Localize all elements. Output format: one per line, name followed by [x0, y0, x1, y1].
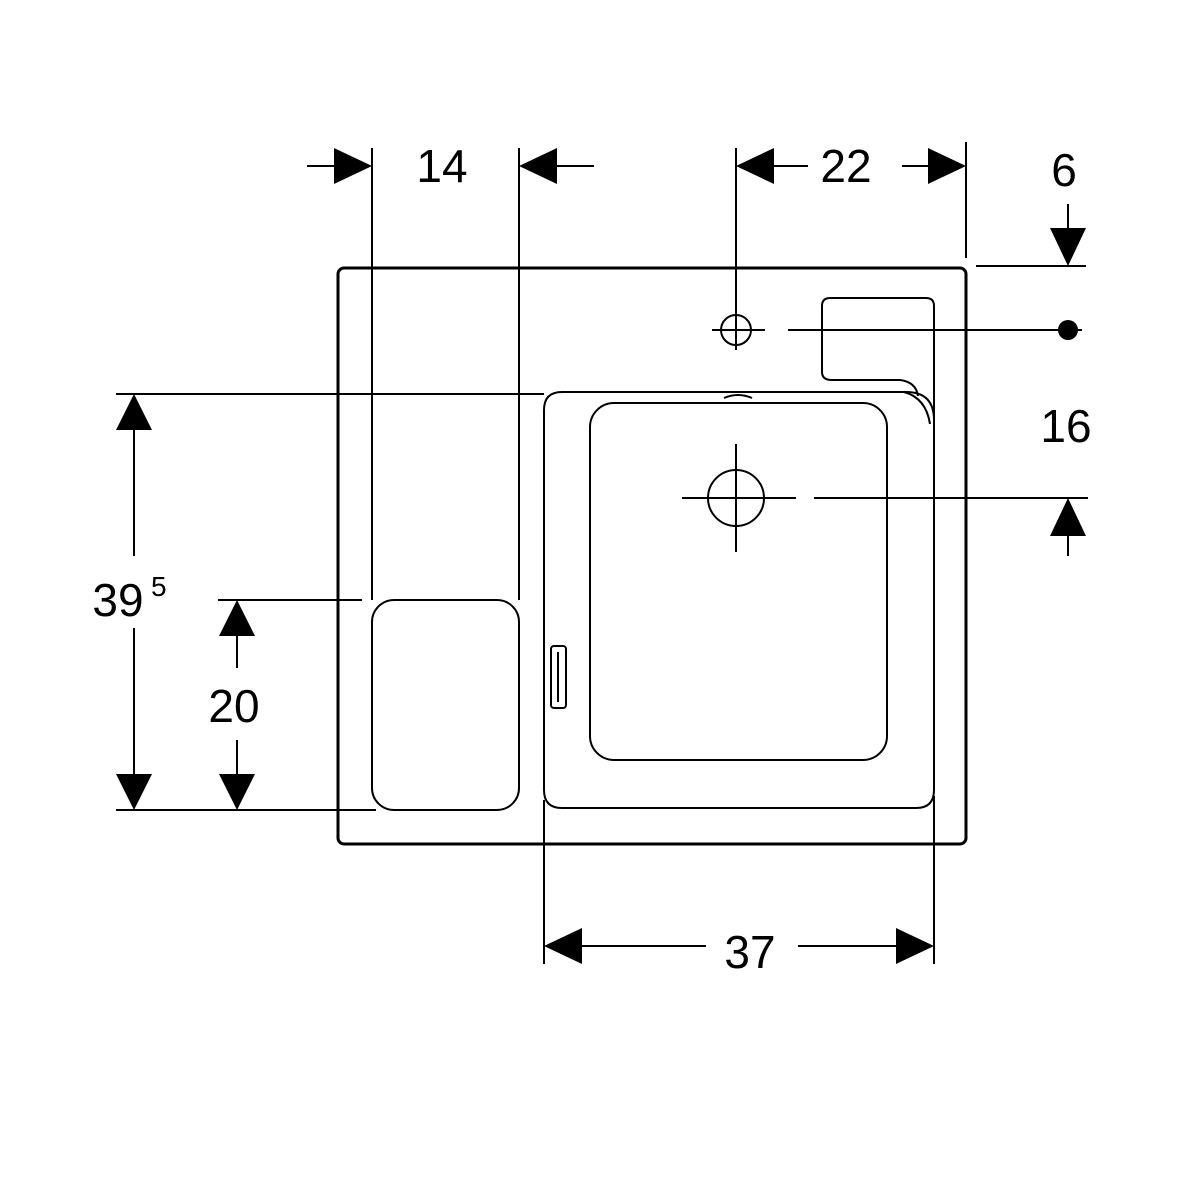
dim-label-22: 22 — [820, 140, 871, 192]
dimension-basin-width: 37 — [543, 796, 935, 978]
shelf-lower-edge — [821, 371, 919, 397]
left-tray-recess — [371, 599, 520, 811]
basin-corner-detail — [903, 391, 931, 425]
dim-label-39: 39 — [92, 574, 143, 626]
dimension-recess-depth: 20 — [208, 599, 362, 810]
basin-bowl — [589, 402, 888, 761]
dim-label-20: 20 — [208, 680, 259, 732]
overflow-slot — [723, 394, 753, 399]
countertop-outline — [336, 266, 968, 846]
dimension-edge-offset: 6 — [788, 144, 1086, 340]
dim-label-14: 14 — [416, 140, 467, 192]
dim-label-6: 6 — [1051, 144, 1077, 196]
dim-label-16: 16 — [1040, 400, 1091, 452]
dimension-drain-offset: 16 — [814, 400, 1092, 556]
dimension-basin-depth: 39 5 — [92, 393, 544, 811]
dim-label-37: 37 — [724, 926, 775, 978]
dimension-recess-width: 14 — [307, 140, 594, 600]
basin-outer-outline — [543, 391, 935, 809]
shelf-outline — [821, 297, 935, 420]
towel-handle — [550, 645, 567, 709]
dim-label-39-superscript: 5 — [151, 571, 167, 602]
dimension-tap-hole-offset: 22 — [736, 140, 967, 258]
